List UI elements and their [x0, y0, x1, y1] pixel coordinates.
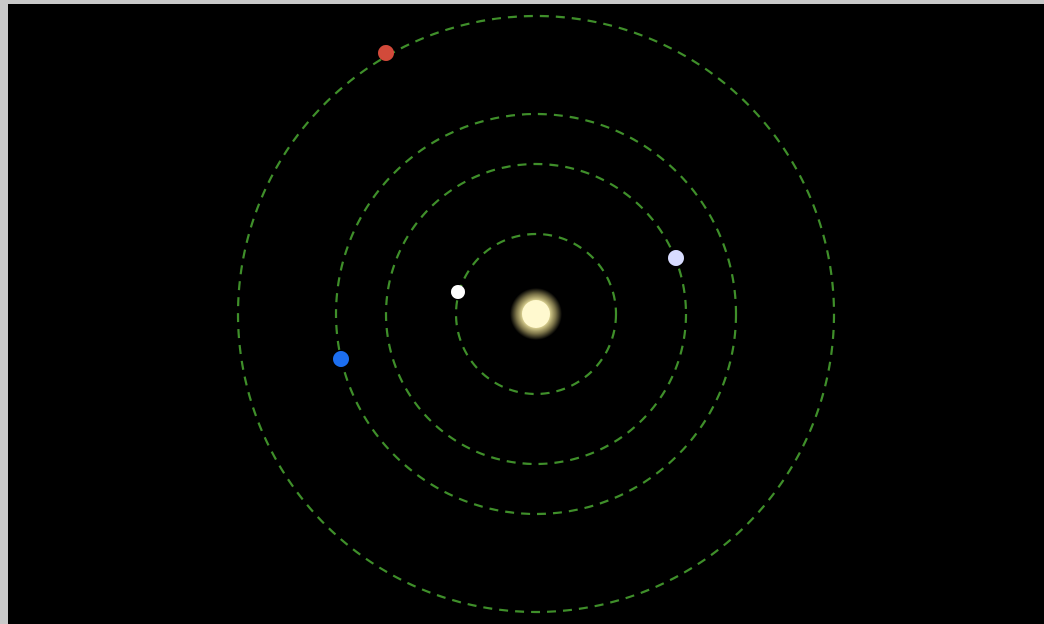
solar-system-view	[236, 14, 836, 614]
orbit-2	[384, 162, 688, 466]
sun-icon[interactable]	[522, 300, 550, 328]
orbit-3	[334, 112, 738, 516]
simulation-canvas[interactable]	[8, 4, 1044, 624]
orbit-1	[454, 232, 618, 396]
orbit-4	[236, 14, 836, 614]
planet-lavender-icon[interactable]	[668, 250, 684, 266]
planet-blue-icon[interactable]	[333, 351, 349, 367]
planet-red-icon[interactable]	[378, 45, 394, 61]
planet-white-icon[interactable]	[451, 285, 465, 299]
